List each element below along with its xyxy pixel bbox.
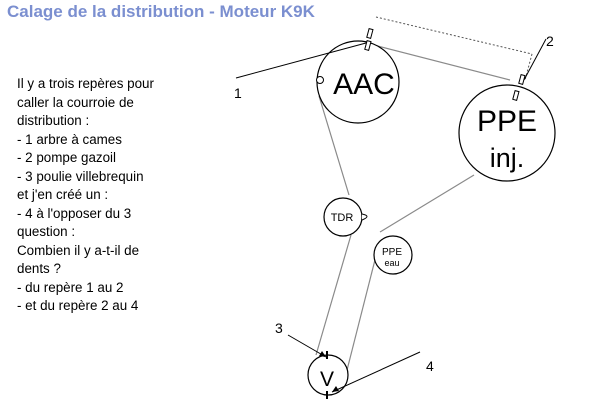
mark-4-label: 4 (426, 358, 434, 374)
v-label: V (320, 368, 334, 391)
belt-segment (357, 40, 511, 81)
tdr-tab (361, 213, 368, 221)
tdr-label: TDR (331, 212, 354, 224)
ppe-eau-label-line2: eau (384, 258, 399, 268)
description-line: distribution : (17, 113, 90, 128)
ppe-timing-mark (518, 74, 526, 85)
v-timing-mark (326, 351, 328, 359)
description-line: - 4 à l'opposer du 3 (17, 205, 132, 221)
reference-dotted-line (375, 16, 533, 81)
ppe-eau-pulley (373, 235, 413, 275)
description-line: - et du repère 2 au 4 (17, 298, 139, 313)
belt-segment (344, 247, 379, 379)
v-timing-mark-opposite (326, 391, 328, 399)
ppe-inj-label-line1: PPE (477, 105, 537, 138)
description-line: - 1 arbre à cames (17, 131, 122, 147)
description-line: caller la courroie de (17, 94, 134, 110)
diagram-title: Calage de la distribution - Moteur K9K (7, 2, 315, 21)
description-line: - du repère 1 au 2 (17, 279, 124, 295)
mark-2-leader (523, 38, 547, 81)
mark-3-arrowhead (319, 351, 326, 357)
timing-belt (315, 40, 511, 379)
description-line: question : (17, 224, 76, 239)
mark-1-label: 1 (234, 85, 242, 101)
description-line: et j'en créé un : (17, 187, 109, 202)
description-line: - 2 pompe gazoil (17, 150, 116, 165)
mark-4-leader (331, 351, 421, 393)
description-line: - 3 poulie villebrequin (17, 168, 144, 184)
ppe-timing-mark (512, 90, 520, 101)
mark-leaders (235, 38, 547, 393)
mark-3-leader (287, 334, 327, 358)
aac-timing-mark (366, 28, 374, 39)
aac-dot-mark (316, 76, 324, 84)
ppe-eau-label-line1: PPE (382, 247, 402, 258)
ppe-inj-label-line2: inj. (490, 143, 525, 173)
mark-3-label: 3 (275, 320, 283, 336)
belt-segment (315, 234, 352, 356)
ppe-inj-pulley (458, 84, 556, 182)
aac-timing-mark (364, 40, 372, 51)
description-line: dents ? (17, 261, 61, 276)
mark-1-leader (235, 42, 367, 79)
description-line: Il y a trois repères pour (17, 76, 154, 91)
description-text: Il y a trois repères pour caller la cour… (17, 75, 227, 316)
belt-segment (318, 95, 350, 196)
mark-2-label: 2 (546, 33, 554, 49)
mark-4-arrowhead (332, 386, 339, 392)
aac-label: AAC (333, 68, 395, 101)
description-line: Combien il y a-t-il de (17, 242, 140, 258)
belt-segment (379, 174, 475, 233)
